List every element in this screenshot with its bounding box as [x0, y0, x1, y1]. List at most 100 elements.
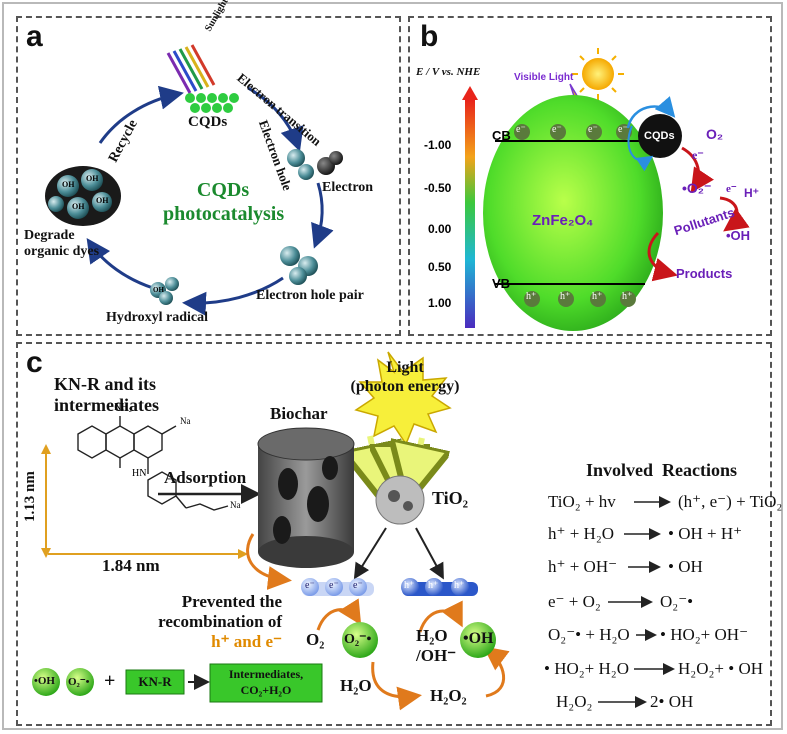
tick-label: 0.50	[428, 260, 452, 274]
reactions-title: Involved Reactions	[586, 460, 738, 480]
intermediates-line1: Intermediates,	[228, 667, 304, 681]
e-minus-text: e⁻	[265, 632, 282, 651]
dim-vertical-label: 1.13 nm	[22, 471, 38, 522]
reaction-arrows	[598, 496, 675, 708]
electron-hole-pair-icon	[280, 246, 300, 266]
dimension-arrowhead	[41, 444, 51, 454]
electron-sphere	[301, 578, 319, 596]
electron-sphere-label: e⁻	[329, 580, 339, 591]
cb-electron-label: e⁻	[588, 124, 598, 135]
knr-title-line2: intermediates	[54, 395, 159, 415]
tio2-label: TiO₂	[432, 488, 469, 508]
light-arrow	[370, 435, 378, 474]
cb-electron-label: e⁻	[552, 124, 562, 135]
cb-label: CB	[492, 128, 511, 143]
tick-label: -0.50	[424, 181, 452, 195]
reaction-lhs: H₂O₂	[556, 692, 593, 711]
knr-box	[125, 669, 185, 695]
cycle-arrow	[86, 238, 154, 290]
na-label: Na	[180, 416, 191, 426]
cqd-icon	[638, 114, 682, 158]
energy-arrow-head	[462, 86, 478, 100]
oxidation-arrow	[418, 600, 463, 633]
electron-label: e⁻	[726, 183, 737, 195]
vb-hole-label: h⁺	[622, 291, 633, 302]
electron-label: Electron	[322, 180, 374, 195]
oh-regeneration-arrow	[483, 646, 510, 698]
oh-arrow	[719, 196, 750, 232]
oh-tag: OH	[72, 202, 85, 211]
center-title-line1: CQDs	[196, 179, 250, 201]
cb-electron-label: e⁻	[516, 124, 526, 135]
h-plus-label: H⁺	[744, 186, 759, 200]
superoxide-label: •O₂⁻	[682, 180, 712, 196]
reaction-rhs: 2• OH	[650, 692, 694, 711]
sunlight-rays-icon	[166, 44, 216, 94]
hole-path-arrow	[415, 527, 444, 580]
cqd-dots-icon	[185, 93, 239, 113]
recombination-arrow	[246, 533, 292, 590]
hn-label: HN	[132, 468, 147, 479]
vb-hole-label: h⁺	[560, 291, 571, 302]
dimension-arrowhead	[41, 548, 51, 558]
vb-hole-label: h⁺	[592, 291, 603, 302]
vb-holes	[524, 291, 636, 307]
sun-rays-icon	[572, 48, 624, 100]
na-label: Na	[230, 500, 241, 510]
degrade-line2: organic dyes	[24, 244, 100, 259]
reaction-lhs: e⁻ + O₂	[548, 592, 601, 611]
prevented-line1: Prevented the	[181, 592, 282, 611]
knr-molecule-icon	[77, 416, 229, 511]
light-label: Light (photon energy)	[350, 358, 460, 396]
electron-hole-pair-icon	[289, 267, 307, 285]
reduction-arrow	[316, 598, 362, 631]
transfer-arrow	[626, 96, 676, 129]
znfe2o4-particle	[483, 95, 663, 331]
hole-sphere-label: h⁺	[428, 580, 439, 591]
h-and-text: h⁺ and	[211, 632, 266, 651]
light-line1: Light	[386, 359, 424, 376]
hydroxyl-radical-label: Hydroxyl radical	[106, 310, 209, 325]
reaction-rhs: (h⁺, e⁻) + TiO₂	[678, 492, 783, 511]
intermediates-box	[209, 663, 323, 703]
panel-b-label: b	[420, 20, 439, 53]
tick-label: -1.00	[424, 138, 452, 152]
knr-title: KN-R and its intermediates	[54, 374, 159, 416]
adsorption-label: Adsorption	[164, 468, 247, 487]
panel-c: c	[16, 342, 782, 726]
light-arrow	[414, 437, 422, 474]
nh2-label: NH₂	[114, 402, 132, 413]
organic-dye-cluster-icon	[45, 166, 121, 226]
o2-chip-sphere	[66, 668, 94, 696]
knr-box-label: KN-R	[138, 674, 172, 689]
hole-sphere	[425, 578, 443, 596]
cycle-arrow	[182, 276, 284, 316]
cqds-label: CQDs	[188, 114, 228, 130]
electron-path-arrow	[353, 527, 387, 580]
biochar-label: Biochar	[270, 404, 328, 423]
light-line2: (photon energy)	[350, 378, 460, 395]
cqds-label: CQDs	[644, 130, 675, 142]
chip-o2-label: O₂⁻•	[68, 676, 90, 688]
panel-a: a	[16, 0, 401, 336]
tick-label: 1.00	[428, 296, 452, 310]
energy-color-bar	[465, 100, 475, 328]
electron-sphere	[349, 578, 367, 596]
panel-c-label: c	[26, 346, 43, 379]
reaction-lhs: O₂⁻• + H₂O	[548, 625, 630, 644]
dimension-arrowhead	[238, 549, 248, 559]
oh-tag: OH	[62, 180, 75, 189]
chip-oh-label: •OH	[34, 675, 55, 687]
center-title: CQDs photocatalysis	[163, 178, 284, 226]
electron-hole-pair-label: Electron hole pair	[256, 288, 364, 303]
intermediates-label: Intermediates, CO₂+H₂O	[210, 666, 322, 698]
h2o2-label: H₂O₂	[430, 686, 467, 705]
o2-label: O₂	[706, 126, 724, 142]
hole-sphere-label: h⁺	[404, 580, 415, 591]
oh-radical-label: •OH	[463, 630, 494, 647]
prevented-line2: recombination of	[158, 612, 282, 631]
h2o2-arrow	[371, 661, 422, 711]
panel-a-label: a	[26, 20, 43, 53]
h2o-label: H₂O	[340, 676, 372, 695]
